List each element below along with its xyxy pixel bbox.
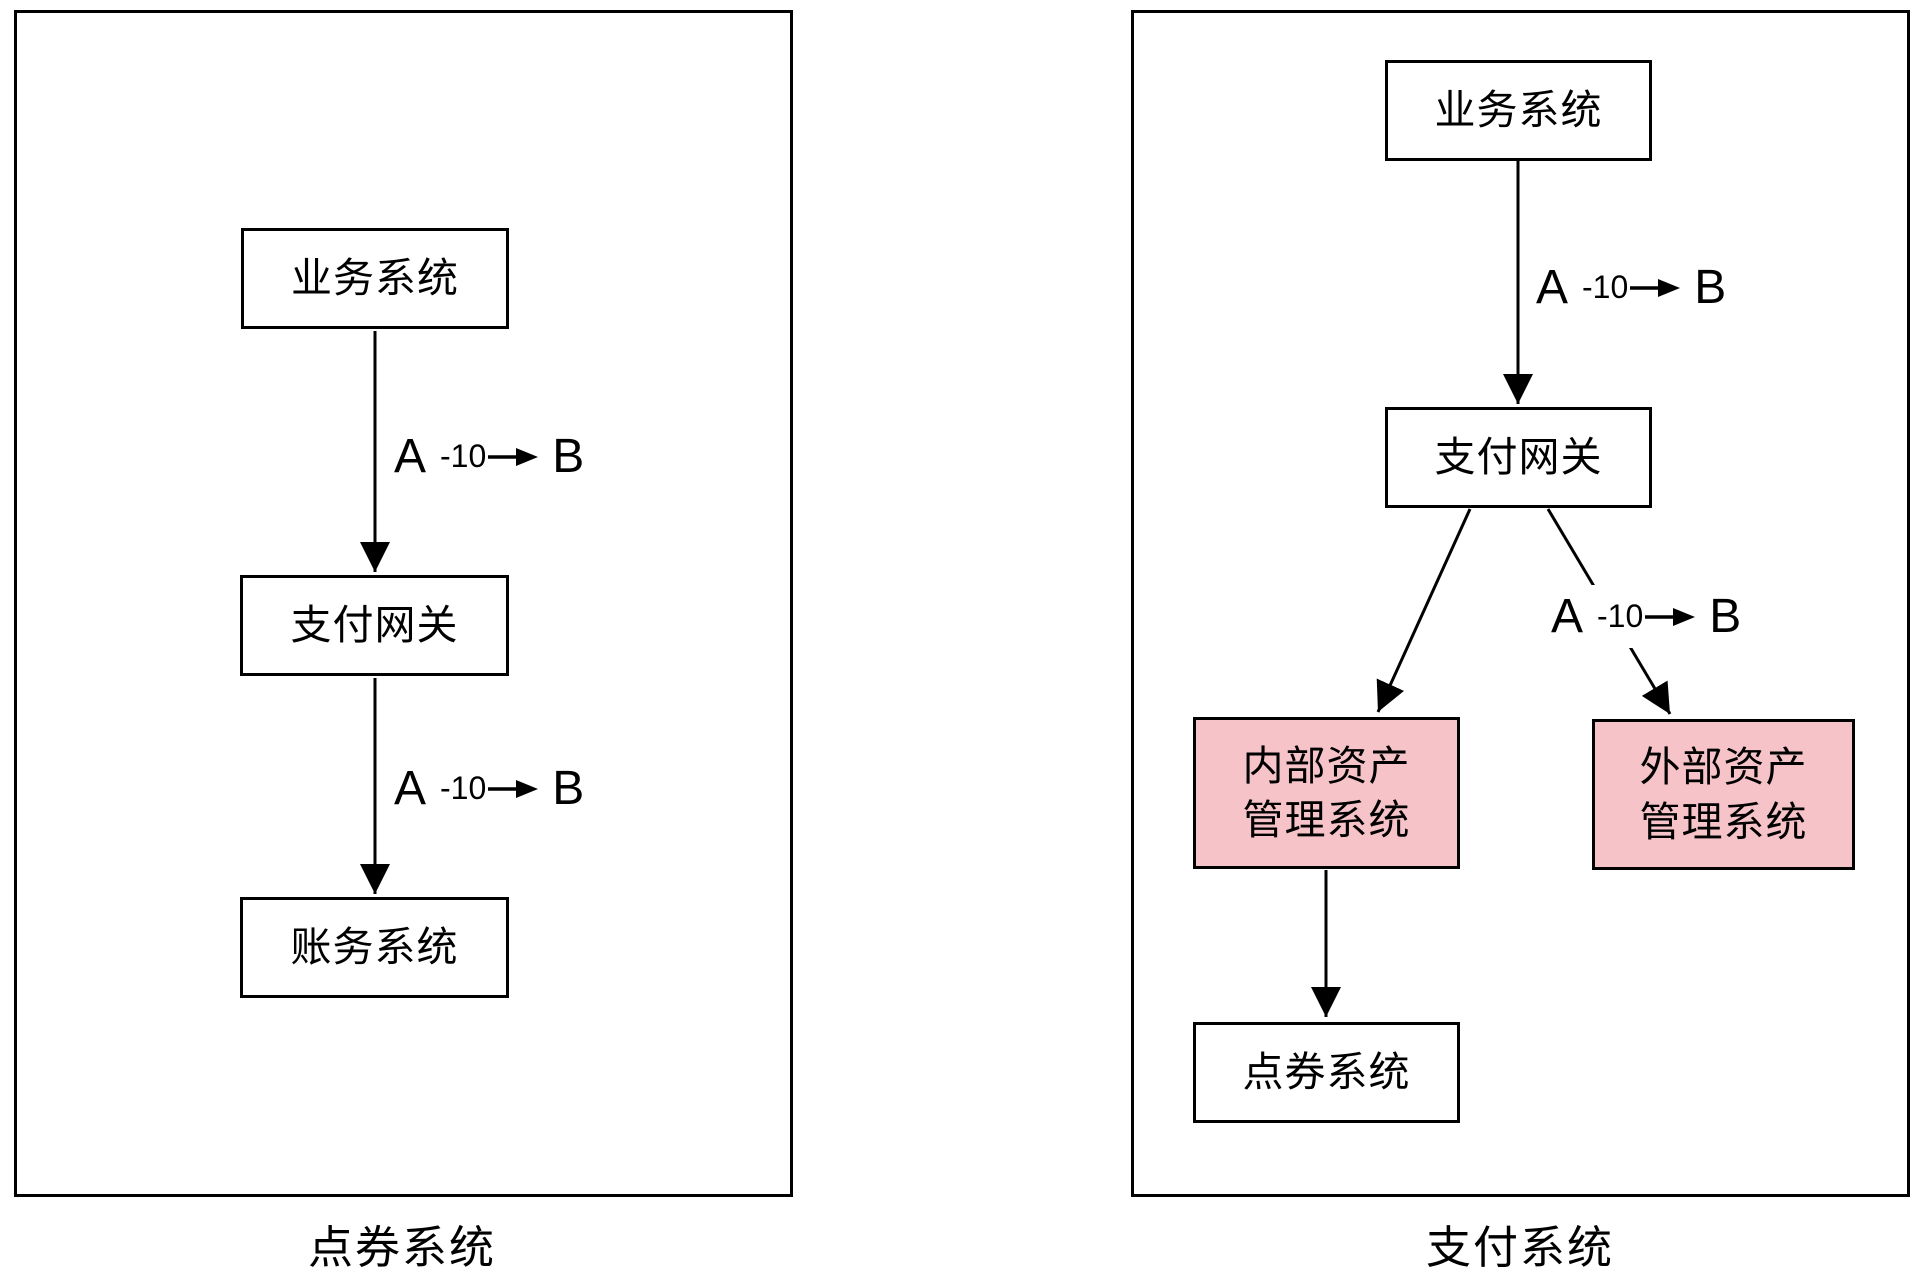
edge-amount-group: -10 [440, 438, 539, 475]
edge-from: A [394, 430, 427, 483]
transfer-arrow-icon [488, 447, 539, 466]
edge-to: B [552, 430, 585, 483]
node-label-line1: 外部资产 [1639, 744, 1808, 791]
node-label-line2: 管理系统 [1242, 797, 1411, 843]
node-label-line2: 管理系统 [1639, 798, 1808, 845]
edge-label-left-2: A -10 B [388, 757, 591, 820]
payment-system-panel-border [1131, 10, 1910, 1197]
edge-to: B [1709, 590, 1742, 643]
node-label: 支付网关 [1434, 434, 1603, 481]
node-label: 点券系统 [1242, 1049, 1411, 1096]
edge-amount: -10 [440, 770, 487, 806]
edge-from: A [1551, 590, 1584, 643]
edge-amount: -10 [1597, 598, 1644, 634]
left-panel-title: 点券系统 [307, 1222, 496, 1273]
node-right-coupon-system: 点券系统 [1193, 1022, 1460, 1123]
edge-from: A [394, 762, 427, 815]
right-panel-title: 支付系统 [1425, 1222, 1614, 1273]
node-label-line1: 内部资产 [1242, 742, 1411, 789]
node-right-payment-gateway: 支付网关 [1385, 407, 1652, 508]
node-label: 支付网关 [290, 602, 459, 649]
node-left-accounting-system: 账务系统 [240, 897, 509, 998]
edge-amount-group: -10 [440, 770, 539, 807]
arrow-right-gateway-to-internal-asset [1376, 508, 1472, 713]
node-label: 业务系统 [291, 255, 459, 302]
transfer-arrow-icon [1630, 278, 1681, 297]
edge-amount-group: -10 [1597, 598, 1696, 635]
node-label: 业务系统 [1434, 87, 1603, 134]
node-label: 账务系统 [290, 924, 459, 971]
node-left-business-system: 业务系统 [241, 228, 509, 329]
node-external-asset-management: 外部资产 管理系统 [1592, 719, 1855, 870]
node-left-payment-gateway: 支付网关 [240, 575, 509, 676]
edge-from: A [1536, 261, 1569, 314]
node-right-business-system: 业务系统 [1385, 60, 1652, 161]
transfer-arrow-icon [488, 779, 539, 798]
edge-amount: -10 [440, 438, 487, 474]
edge-to: B [552, 762, 585, 815]
edge-amount: -10 [1582, 269, 1629, 305]
edge-to: B [1694, 261, 1727, 314]
edge-label-right-1: A -10 B [1530, 256, 1733, 319]
edge-label-right-2: A -10 B [1545, 585, 1748, 648]
edge-label-left-1: A -10 B [388, 425, 591, 488]
transfer-arrow-icon [1645, 607, 1696, 626]
node-internal-asset-management: 内部资产 管理系统 [1193, 717, 1460, 869]
edge-amount-group: -10 [1582, 269, 1681, 306]
